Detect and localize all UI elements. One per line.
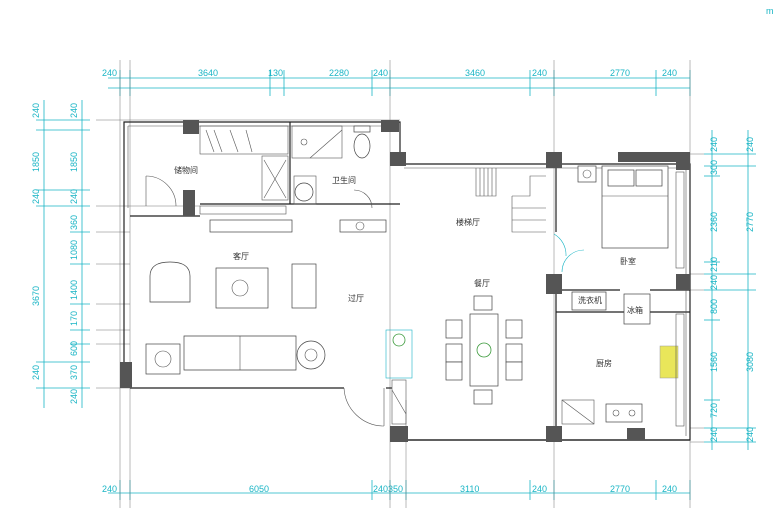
stair-hall	[475, 168, 567, 257]
storage-room	[145, 125, 289, 215]
room-label-fridge: 冰箱	[627, 305, 643, 315]
dim-bottom-1: 240	[102, 484, 117, 494]
dim-right-inner-8: 720	[709, 403, 719, 418]
dim-bottom-5: 3110	[460, 484, 479, 494]
dim-left-outer-5: 240	[31, 365, 41, 380]
kitchen	[561, 291, 685, 427]
dim-left-outer-1: 240	[31, 103, 41, 118]
dim-right-inner-6: 800	[709, 299, 719, 314]
dim-top-1: 240	[102, 68, 117, 78]
room-label-kitchen: 厨房	[596, 358, 612, 368]
room-label-dining: 餐厅	[474, 279, 490, 288]
dim-bottom-7: 2770	[610, 484, 630, 494]
dim-left-inner-9: 370	[69, 365, 79, 380]
room-label-stair: 楼梯厅	[456, 217, 480, 227]
dim-bottom-2: 6050	[249, 484, 269, 494]
dim-top-7: 240	[532, 68, 547, 78]
dim-bottom-3: 240	[373, 484, 388, 494]
dining-chair	[505, 319, 523, 339]
dining-chair	[473, 295, 493, 311]
washbasin-icon	[294, 182, 314, 202]
room-label-living: 客厅	[233, 251, 249, 261]
room-label-bedroom: 卧室	[620, 256, 636, 266]
room-label-laundry: 洗衣机	[578, 295, 602, 305]
sink-counter	[339, 219, 387, 233]
dim-top-9: 240	[662, 68, 677, 78]
dim-right-inner-1: 240	[709, 137, 719, 152]
plant-icon	[392, 333, 406, 347]
dim-right-inner-2: 300	[709, 160, 719, 175]
ottoman	[291, 263, 317, 309]
dim-left-inner-3: 240	[69, 189, 79, 204]
coffee-table	[215, 267, 269, 309]
dim-left-inner-7: 170	[69, 311, 79, 326]
dim-left-inner-10: 240	[69, 389, 79, 404]
dim-bottom-4: 350	[388, 484, 403, 494]
dim-bottom-8: 240	[662, 484, 677, 494]
dim-left-inner-2: 1850	[69, 152, 79, 172]
dim-left-inner-1: 240	[69, 103, 79, 118]
dining-chair	[505, 361, 523, 381]
dim-top-3: 130	[268, 68, 283, 78]
dim-right-inner-3: 2360	[709, 212, 719, 232]
dim-right-outer-3: 3080	[745, 352, 755, 372]
side-table-left	[145, 343, 181, 375]
dim-right-inner-5: 240	[709, 275, 719, 290]
dim-right-inner-9: 240	[709, 427, 719, 442]
dim-left-inner-4: 360	[69, 215, 79, 230]
corner-mark: m	[766, 6, 774, 16]
dim-left-inner-6: 1400	[69, 280, 79, 300]
dining-chair	[445, 343, 463, 363]
toilet-icon	[353, 133, 371, 159]
dining-chair	[505, 343, 523, 363]
dim-left-inner-8: 600	[69, 341, 79, 356]
dining-chair	[473, 389, 493, 405]
fridge-icon	[623, 293, 651, 325]
dim-right-inner-7: 1560	[709, 352, 719, 372]
laundry-icon	[571, 291, 607, 311]
dim-top-4: 2280	[329, 68, 349, 78]
plant-stand	[385, 329, 413, 379]
dim-right-outer-4: 240	[745, 427, 755, 442]
columns	[120, 120, 690, 442]
dim-top-2: 3640	[198, 68, 218, 78]
left-ticks	[36, 119, 90, 389]
dim-right-inner-4: 210	[709, 257, 719, 272]
room-label-storage: 储物间	[174, 165, 198, 175]
dim-left-outer-2: 1850	[31, 152, 41, 172]
dining-area	[385, 295, 523, 425]
dim-right-outer-1: 240	[745, 137, 755, 152]
dim-top-5: 240	[373, 68, 388, 78]
bottom-ticks	[119, 480, 691, 500]
nightstand	[577, 165, 597, 183]
dim-left-inner-5: 1080	[69, 240, 79, 260]
room-label-hall: 过厅	[348, 293, 364, 303]
bathroom	[291, 125, 387, 233]
living-room	[145, 219, 385, 427]
dim-right-outer-2: 2770	[745, 212, 755, 232]
dim-top-6: 3460	[465, 68, 485, 78]
dim-left-outer-3: 240	[31, 189, 41, 204]
side-table-right	[296, 340, 326, 370]
kitchen-sink-icon	[659, 345, 679, 379]
dim-bottom-6: 240	[532, 484, 547, 494]
dim-top-8: 2770	[610, 68, 630, 78]
stove-icon	[605, 403, 643, 423]
bedroom	[561, 165, 685, 273]
right-ticks	[704, 153, 756, 443]
dining-chair	[445, 361, 463, 381]
room-label-bathroom: 卫生间	[332, 175, 356, 185]
armchair-left-icon	[149, 261, 191, 303]
dining-table	[469, 313, 499, 387]
axis-lines	[96, 60, 704, 508]
dim-left-outer-4: 3670	[31, 286, 41, 306]
dining-chair	[445, 319, 463, 339]
